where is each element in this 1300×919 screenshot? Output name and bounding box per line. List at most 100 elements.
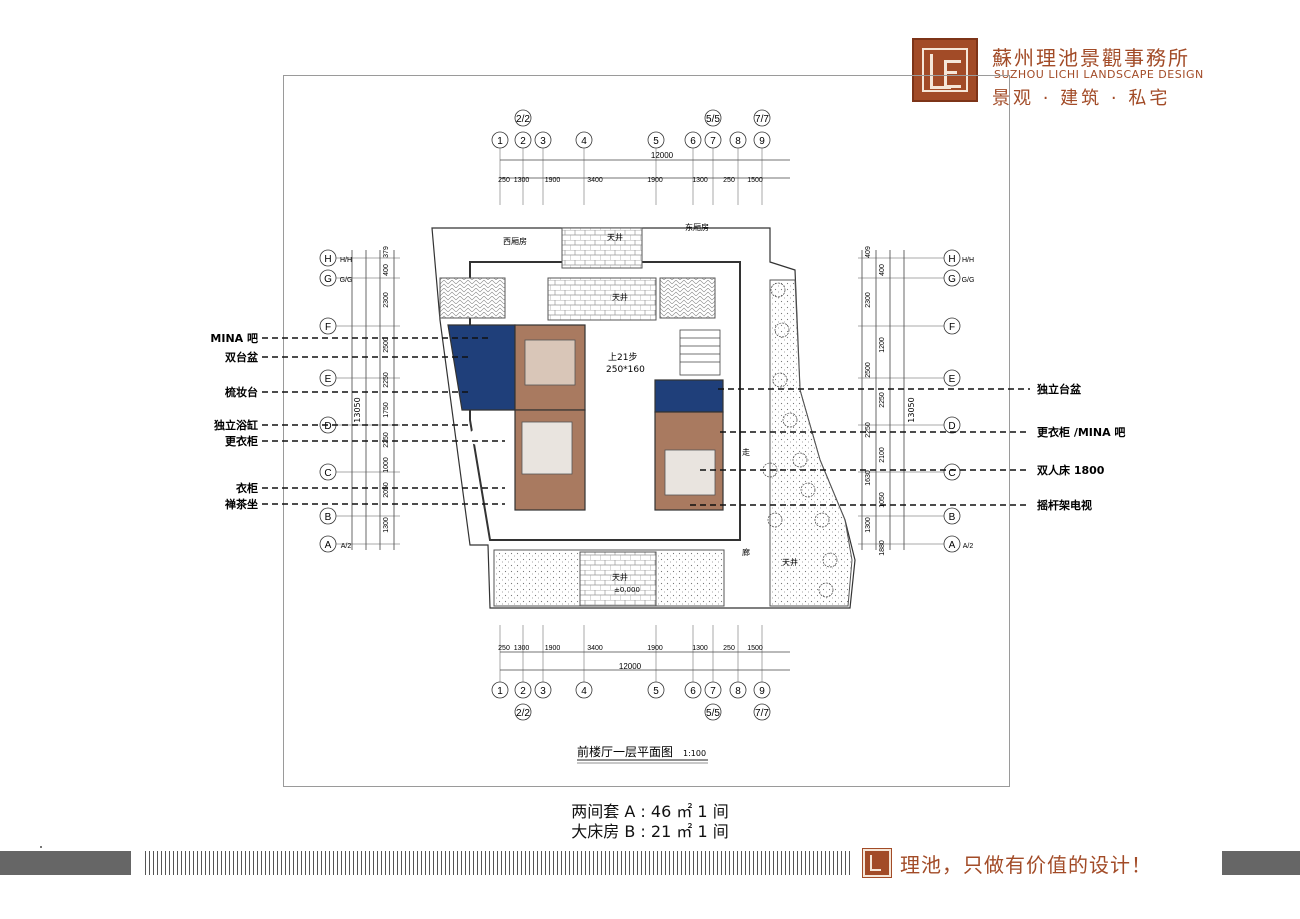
inner-courtyard	[547, 277, 657, 321]
right-dim-7: 2100	[879, 447, 886, 463]
right-dim-1: 400	[879, 264, 886, 276]
room-b-bathroom	[654, 379, 724, 413]
right-dim-4: 2500	[865, 362, 872, 378]
bathtub	[469, 429, 496, 445]
level-label: ±0.000	[614, 586, 640, 594]
left-dim-7: 1000	[383, 457, 390, 473]
south-courtyard	[579, 551, 657, 607]
right-dimension-column: 13050	[861, 250, 916, 550]
col-axis-top-9-label: 9	[759, 136, 765, 147]
right-dim-9: 1050	[879, 492, 886, 508]
corridor-label-a: 走	[742, 448, 750, 457]
col-sub-top-9-label: 7/7	[755, 114, 769, 125]
row-tag-a-right: A/2	[963, 543, 974, 550]
right-dim-0: 409	[865, 246, 872, 258]
garden-label: 天井	[782, 557, 798, 567]
right-dim-6: 2250	[865, 422, 872, 438]
row-axis-left-B-label: B	[325, 512, 332, 523]
slogan: 理池，只做有价值的设计！	[900, 853, 1152, 877]
col-sub-top-9	[753, 109, 771, 127]
col-sub-top-2-label: 2/2	[516, 114, 530, 125]
bottom-dim-4: 1900	[647, 645, 663, 652]
row-tag-h-right: H/H	[962, 257, 974, 264]
brand-logo	[912, 38, 978, 102]
west-courtyard	[439, 277, 506, 319]
row-axis-right-H-label: H	[948, 254, 955, 265]
col-sub-bottom-7-label: 5/5	[706, 708, 720, 719]
right-dim-8: 1630	[865, 470, 872, 486]
left-dim-4: 2250	[383, 372, 390, 388]
row-tag-g-right: G/G	[962, 277, 975, 284]
row-tag-a-left: A/2	[341, 543, 352, 550]
left-dim-5: 1750	[383, 402, 390, 418]
left-callout-1: 双台盆	[225, 350, 259, 364]
col-axis-top-7-label: 7	[710, 136, 716, 147]
top-dimension-grid: 12000	[500, 151, 790, 179]
row-axis-right-C-label: C	[948, 468, 955, 479]
col-sub-bottom-7	[704, 703, 722, 721]
left-dim-9: 1300	[383, 517, 390, 533]
footer-bar-right	[1222, 851, 1300, 875]
plan-scale: 1:100	[683, 749, 706, 758]
row-axis-right-E-label: E	[949, 374, 956, 385]
corridor-label-b: 廊	[742, 547, 750, 557]
west-wing-label: 西厢房	[503, 236, 527, 246]
left-dim-1: 400	[383, 264, 390, 276]
row-axis-right-B-label: B	[949, 512, 956, 523]
col-axis-bottom-5-label: 5	[653, 686, 659, 697]
row-axis-left-G-label: G	[324, 274, 332, 285]
top-dim-0: 250	[498, 177, 510, 184]
right-callout-2: 双人床 1800	[1037, 463, 1105, 477]
col-axis-bottom-4-label: 4	[581, 686, 587, 697]
col-sub-top-7	[704, 109, 722, 127]
row-axis-left-F-label: F	[325, 322, 331, 333]
top-total-dim: 12000	[651, 151, 674, 160]
bottom-dim-2: 1900	[545, 645, 561, 652]
col-axis-bottom-2-label: 2	[520, 686, 526, 697]
row-axis-right-G-label: G	[948, 274, 956, 285]
top-dim-4: 1900	[647, 177, 663, 184]
row-axis-right-F-label: F	[949, 322, 955, 333]
col-sub-bottom-2-label: 2/2	[516, 708, 530, 719]
garden-shrub-3	[782, 412, 798, 428]
left-callout-0: MINA 吧	[210, 332, 258, 345]
col-sub-bottom-9-label: 7/7	[755, 708, 769, 719]
right-callout-1: 更衣柜 /MINA 吧	[1037, 425, 1125, 439]
right-total-dim: 13050	[907, 397, 916, 422]
col-axis-bottom-8-label: 8	[735, 686, 741, 697]
row-tag-h-left: H/H	[340, 257, 352, 264]
col-axis-bottom-9-label: 9	[759, 686, 765, 697]
garden-shrub-6	[814, 512, 830, 528]
courtyard-label: 天井	[607, 232, 623, 242]
garden-shrub-4	[792, 452, 808, 468]
col-axis-top-5-label: 5	[653, 136, 659, 147]
col-axis-top-3-label: 3	[540, 136, 546, 147]
left-dim-0: 379	[383, 246, 390, 258]
north-courtyard	[561, 227, 643, 269]
top-dim-2: 1900	[545, 177, 561, 184]
left-dimension-column: 13050	[351, 250, 395, 550]
left-total-dim: 13050	[353, 397, 362, 422]
left-dim-6: 2250	[383, 432, 390, 448]
row-axis-left-H-label: H	[324, 254, 331, 265]
col-axis-top-1-label: 1	[497, 136, 503, 147]
left-dim-8: 2050	[383, 482, 390, 498]
bottom-dim-3: 3400	[587, 645, 603, 652]
stair	[679, 329, 721, 376]
row-axis-left-D-label: D	[324, 421, 331, 432]
left-dim-3: 2500	[383, 337, 390, 353]
top-dim-7: 1500	[747, 177, 763, 184]
row-axis-right-D-label: D	[948, 421, 955, 432]
row-axis-left-E-label: E	[325, 374, 332, 385]
right-dim-2: 2300	[865, 292, 872, 308]
left-dim-2: 2300	[383, 292, 390, 308]
right-callout-0: 独立台盆	[1036, 382, 1082, 396]
stair-label: 上21步	[608, 352, 637, 363]
col-axis-top-6-label: 6	[690, 136, 696, 147]
bottom-dim-5: 1300	[692, 645, 708, 652]
col-sub-top-2	[514, 109, 532, 127]
row-axis-left-C-label: C	[324, 468, 331, 479]
col-axis-top-4-label: 4	[581, 136, 587, 147]
col-sub-bottom-2	[514, 703, 532, 721]
